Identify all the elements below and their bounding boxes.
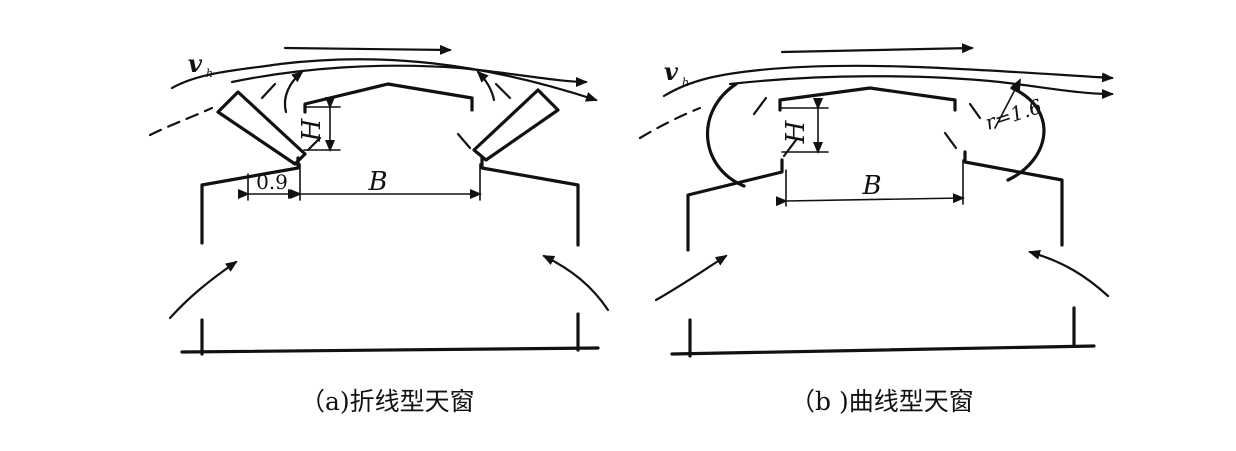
louver <box>260 82 277 100</box>
wind-speed-subscript: h <box>206 67 213 80</box>
caption-b: （b )曲线型天窗 <box>790 387 974 416</box>
wind-flow-line <box>170 58 598 102</box>
dim-b-bar <box>775 193 965 207</box>
inflow-arrow <box>542 254 610 312</box>
dim-b-label: B <box>861 171 881 201</box>
right-curved-windshield <box>1006 86 1046 182</box>
louver <box>456 132 472 150</box>
louver <box>943 131 958 150</box>
inflow-arrow <box>654 254 728 302</box>
diagram-b-curved-skylight: H B r=1.6 v h （b )曲线型天窗 <box>638 43 1114 416</box>
radius-line <box>994 78 1021 129</box>
wind-flow-line <box>780 43 974 54</box>
wind-flow-line <box>230 64 588 87</box>
wind-flow-line <box>283 44 452 55</box>
diagram-a-folded-skylight: H B 0.9 v h （a)折线型天窗 <box>148 44 610 416</box>
exhaust-arrow <box>283 70 304 114</box>
dim-side-label: 0.9 <box>256 170 288 194</box>
wind-speed-subscript: h <box>682 76 689 89</box>
left-curved-windshield <box>705 82 746 188</box>
building-outline-right <box>480 156 580 247</box>
inflow-arrow <box>1028 250 1110 298</box>
louver <box>306 136 322 152</box>
dim-h-label: H <box>781 119 811 144</box>
wind-speed-label: v <box>664 57 679 86</box>
dashed-flow-line <box>148 106 214 137</box>
skylight-roof <box>778 86 957 112</box>
left-windshield <box>216 90 307 166</box>
dim-h-label: H <box>297 117 327 142</box>
wind-speed-label: v <box>188 49 203 78</box>
building-outline <box>686 158 784 252</box>
radius-label: r=1.6 <box>982 94 1045 135</box>
wind-flow-line <box>662 64 1114 98</box>
dim-b-label: B <box>367 167 387 197</box>
ground-line <box>180 346 600 354</box>
dashed-flow-line <box>638 106 702 140</box>
louver <box>968 102 982 120</box>
louver <box>782 138 798 158</box>
building-outline-right <box>963 150 1064 247</box>
louver <box>494 82 512 100</box>
caption-a: （a)折线型天窗 <box>300 387 475 416</box>
exhaust-arrow <box>476 70 496 102</box>
wind-flow-line <box>728 75 1114 99</box>
inflow-arrow <box>168 260 238 320</box>
right-windshield <box>472 88 560 162</box>
ground-line <box>670 344 1096 356</box>
louver <box>752 96 768 116</box>
